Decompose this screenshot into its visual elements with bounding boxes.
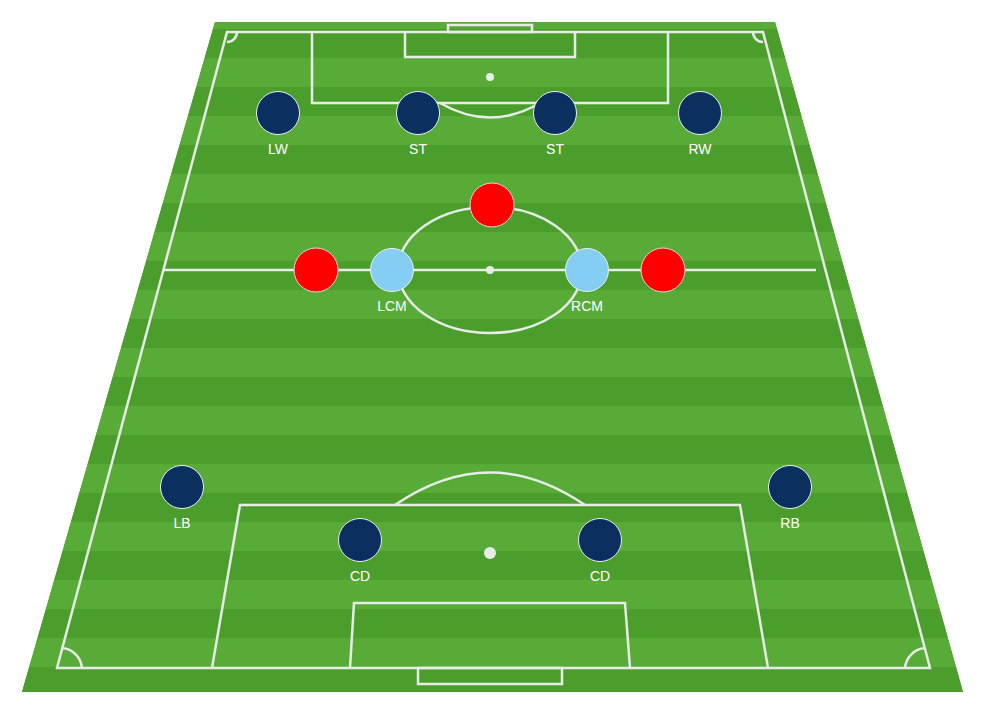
grass-stripe <box>0 522 985 551</box>
player-marker: RCM <box>548 248 626 314</box>
penalty-arc <box>395 473 585 506</box>
penalty-arc <box>440 103 540 118</box>
player-disc <box>533 91 577 135</box>
position-label: ST <box>379 141 457 157</box>
centre-spot <box>486 266 494 274</box>
grass-stripe <box>0 580 985 609</box>
player-marker: CD <box>561 518 639 584</box>
position-label: RB <box>751 515 829 531</box>
corner-arc <box>227 32 237 42</box>
player-disc <box>338 518 382 562</box>
player-disc <box>565 248 609 292</box>
penalty-spot <box>486 73 494 81</box>
player-disc <box>678 91 722 135</box>
position-label: CD <box>561 568 639 584</box>
grass-stripe <box>0 87 985 116</box>
grass-stripe <box>0 667 985 696</box>
grass-stripe <box>0 609 985 638</box>
grass-stripe <box>0 116 985 145</box>
grass-stripe <box>0 696 985 715</box>
grass-stripe <box>0 406 985 435</box>
player-disc <box>396 91 440 135</box>
opponent-marker <box>294 248 338 292</box>
penalty-box <box>212 505 768 668</box>
position-label: RCM <box>548 298 626 314</box>
goal <box>418 668 562 684</box>
goal-area <box>350 603 630 668</box>
corner-arc <box>905 648 925 668</box>
player-disc <box>578 518 622 562</box>
penalty-box <box>312 32 668 103</box>
corner-arc <box>753 32 763 42</box>
player-marker: LW <box>239 91 317 157</box>
player-marker: LCM <box>353 248 431 314</box>
touchline <box>57 32 930 668</box>
grass-stripe <box>0 348 985 377</box>
position-label: CD <box>321 568 399 584</box>
grass-stripe <box>0 29 985 58</box>
penalty-spot <box>484 547 496 559</box>
corner-arc <box>62 648 82 668</box>
position-label: LB <box>143 515 221 531</box>
grass-stripe <box>0 638 985 667</box>
grass-stripe <box>0 377 985 406</box>
grass-stripe <box>0 145 985 174</box>
player-disc <box>160 465 204 509</box>
goal <box>448 25 532 32</box>
player-marker: RW <box>661 91 739 157</box>
position-label: RW <box>661 141 739 157</box>
player-marker: ST <box>379 91 457 157</box>
opponent-marker <box>470 183 514 227</box>
player-marker: RB <box>751 465 829 531</box>
grass-stripe <box>0 261 985 290</box>
player-disc <box>370 248 414 292</box>
goal-area <box>405 32 575 57</box>
position-label: LW <box>239 141 317 157</box>
player-marker: LB <box>143 465 221 531</box>
grass-stripe <box>0 232 985 261</box>
player-marker: ST <box>516 91 594 157</box>
pitch-spots <box>484 73 496 559</box>
position-label: ST <box>516 141 594 157</box>
grass-stripe <box>0 435 985 464</box>
grass-stripe <box>0 493 985 522</box>
player-marker: CD <box>321 518 399 584</box>
position-label: LCM <box>353 298 431 314</box>
grass-stripe <box>0 58 985 87</box>
opponent-markers <box>294 183 685 292</box>
player-disc <box>256 91 300 135</box>
pitch-lines <box>57 25 930 684</box>
grass-stripe <box>0 464 985 493</box>
opponent-marker <box>641 248 685 292</box>
player-disc <box>768 465 812 509</box>
